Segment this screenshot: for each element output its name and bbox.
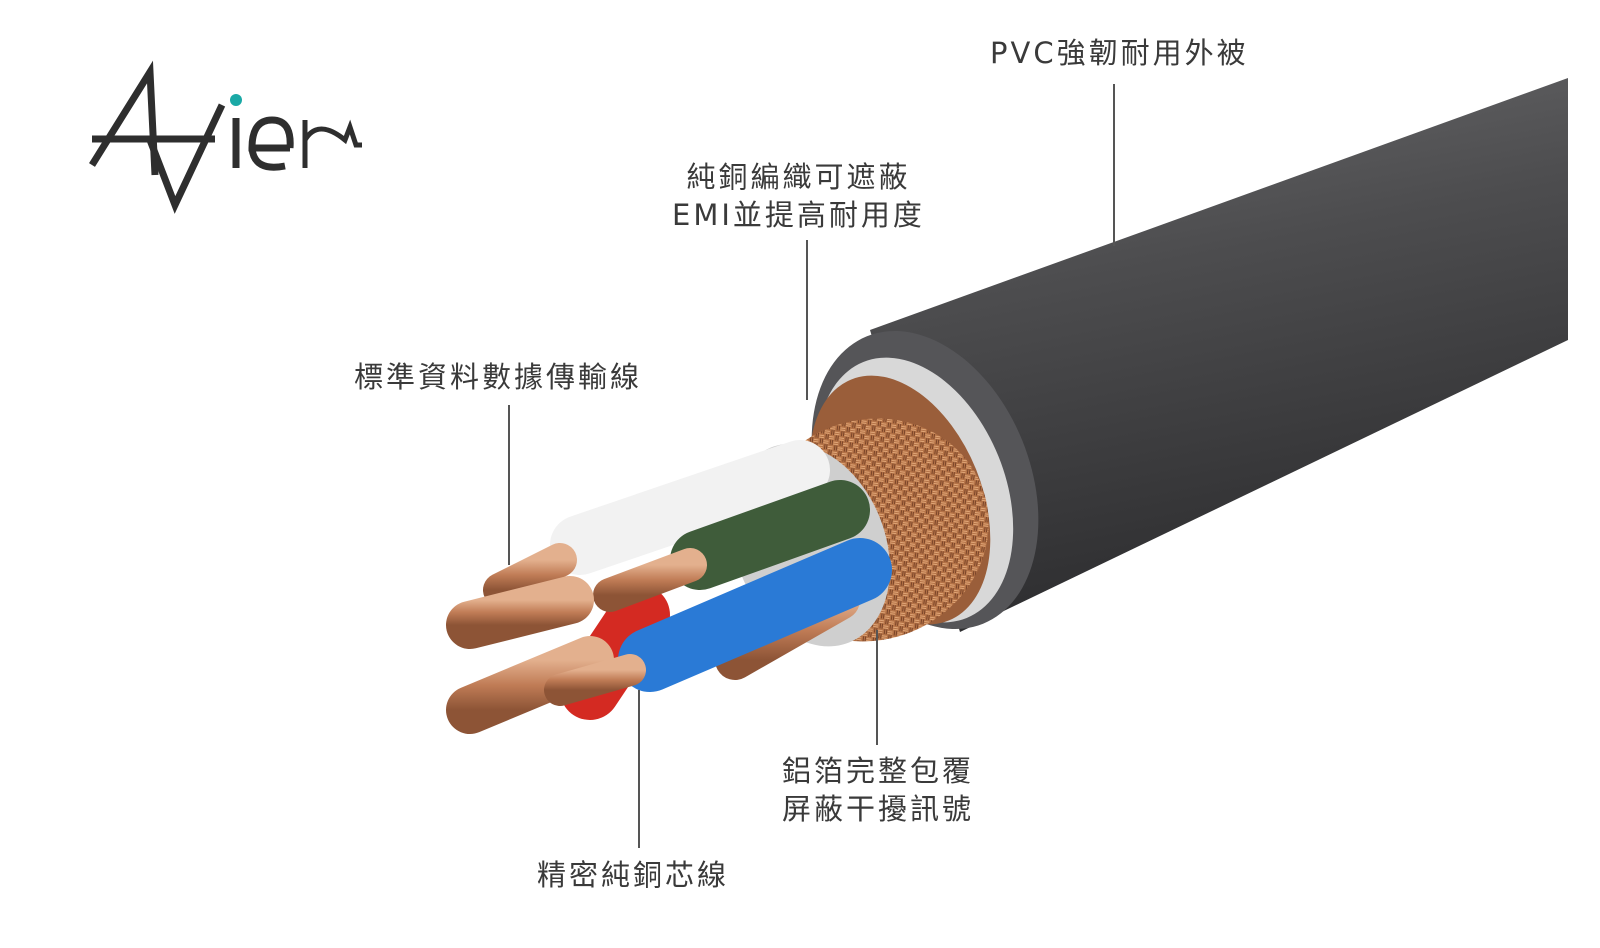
copper-core (544, 654, 646, 706)
data-wires-label-line: 標準資料數據傳輸線 (354, 360, 643, 394)
avier-logo (89, 60, 362, 214)
foil-label: 鋁箔完整包覆 屏蔽干擾訊號 (782, 752, 974, 828)
copper-core (483, 543, 577, 607)
logo-dot (230, 94, 242, 106)
core-label-line: 精密純銅芯線 (537, 858, 730, 892)
foil-label-line-1: 鋁箔完整包覆 (782, 754, 975, 788)
copper-core (593, 548, 707, 612)
braid-label-line-1: 純銅編織可遮蔽 (686, 160, 911, 194)
braid-label: 純銅編織可遮蔽 EMI並提高耐用度 (672, 158, 925, 234)
core-label: 精密純銅芯線 (537, 856, 729, 894)
inner-wires (446, 440, 892, 734)
foil-label-line-2: 屏蔽干擾訊號 (782, 792, 975, 826)
copper-core (446, 636, 614, 734)
braid-label-line-2: EMI並提高耐用度 (672, 198, 925, 232)
braid-leader-line (806, 240, 808, 400)
jacket-label: PVC強韌耐用外被 (990, 34, 1249, 72)
jacket-leader-line (1113, 84, 1115, 246)
white-wire (550, 440, 830, 575)
foil-leader-line (876, 630, 878, 745)
data-wires-leader-line (508, 405, 510, 565)
copper-core (446, 576, 594, 649)
green-wire (670, 480, 870, 590)
core-leader-line (638, 690, 640, 848)
data-wires-label: 標準資料數據傳輸線 (354, 358, 642, 396)
jacket-label-line: PVC強韌耐用外被 (990, 36, 1249, 70)
blue-wire (618, 538, 892, 692)
